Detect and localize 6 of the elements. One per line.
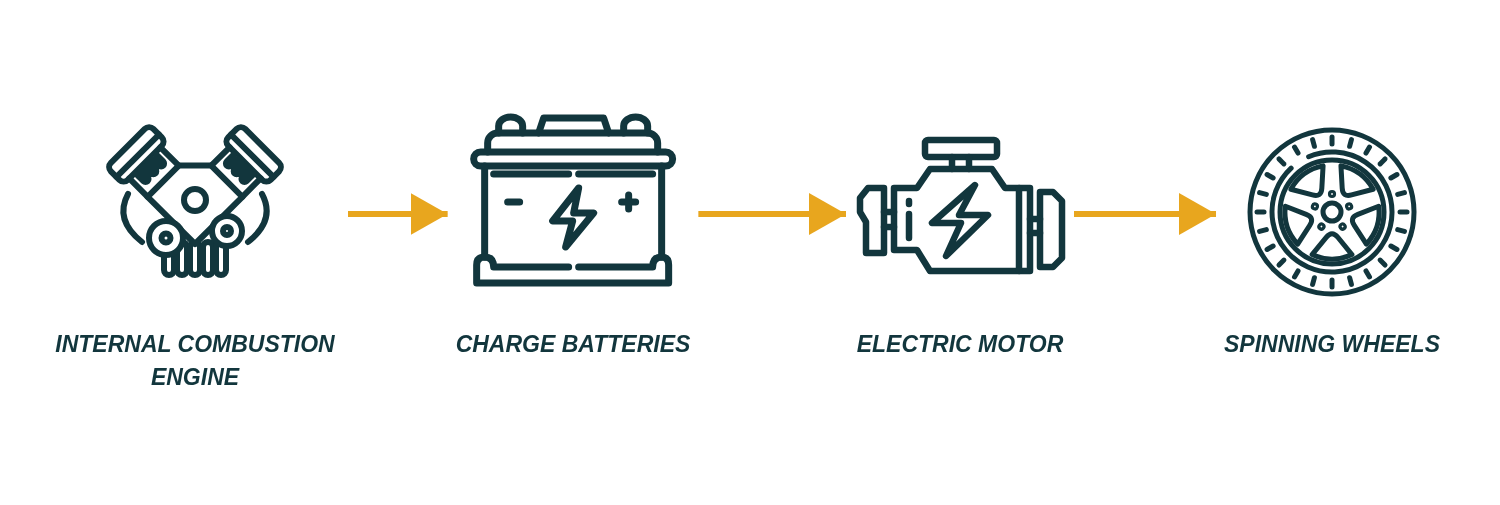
step-label: SPINNING WHEELS [1224,330,1440,359]
step-label: ELECTRIC MOTOR [856,330,1064,359]
arrow [348,193,448,235]
step-label: CHARGE BATTERIES [455,330,691,359]
arrow [698,193,846,235]
step-label: INTERNAL COMBUSTION ENGINE [54,330,336,393]
